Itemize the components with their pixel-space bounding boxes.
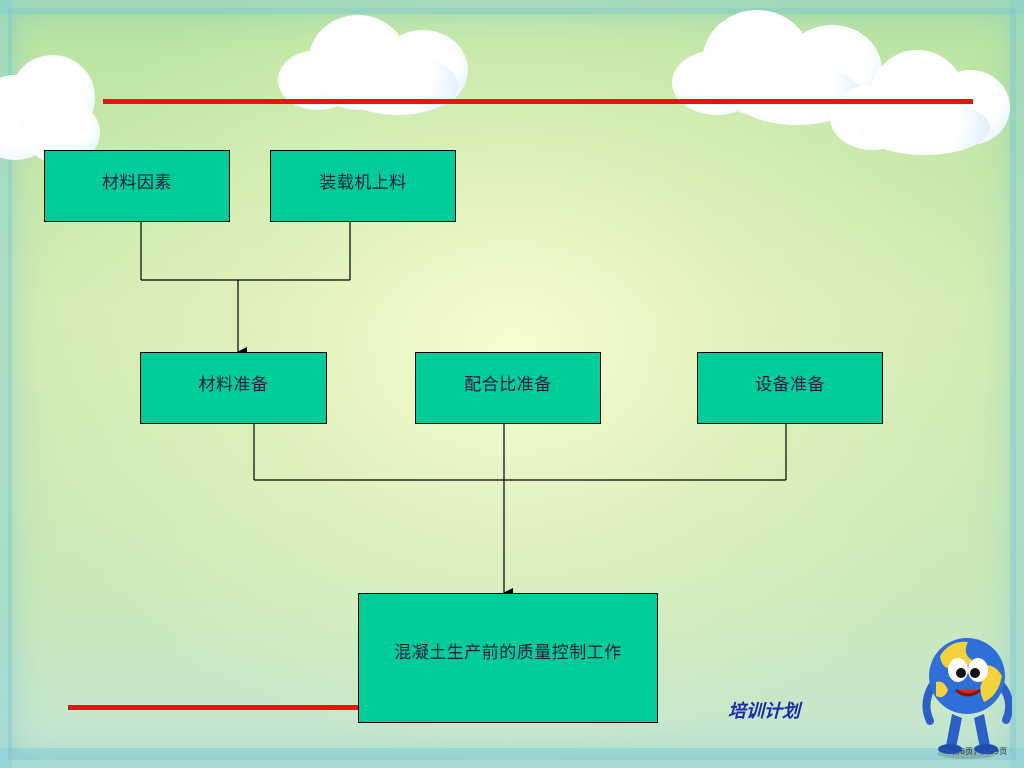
frame-bar-bottom — [0, 748, 1024, 768]
top-red-line — [103, 99, 973, 104]
node-equipment-prep: 设备准备 — [697, 352, 883, 424]
cloud-left — [0, 45, 110, 170]
bottom-red-line — [68, 705, 360, 710]
node-mix-ratio-prep: 配合比准备 — [415, 352, 601, 424]
connector-group-top — [140, 222, 351, 357]
cloud-right-small — [830, 40, 1015, 155]
node-material-factors: 材料因素 — [44, 150, 230, 222]
footer-title: 培训计划 — [728, 701, 800, 722]
connector-group-bottom — [253, 424, 787, 598]
globe-mascot-icon — [922, 638, 1012, 759]
frame-bar-right — [1010, 0, 1024, 768]
frame-bar-left — [0, 0, 12, 768]
node-material-prep: 材料准备 — [140, 352, 327, 424]
node-loader-feeding: 装载机上料 — [270, 150, 456, 222]
node-pre-production-qc: 混凝土生产前的质量控制工作 — [358, 593, 658, 723]
